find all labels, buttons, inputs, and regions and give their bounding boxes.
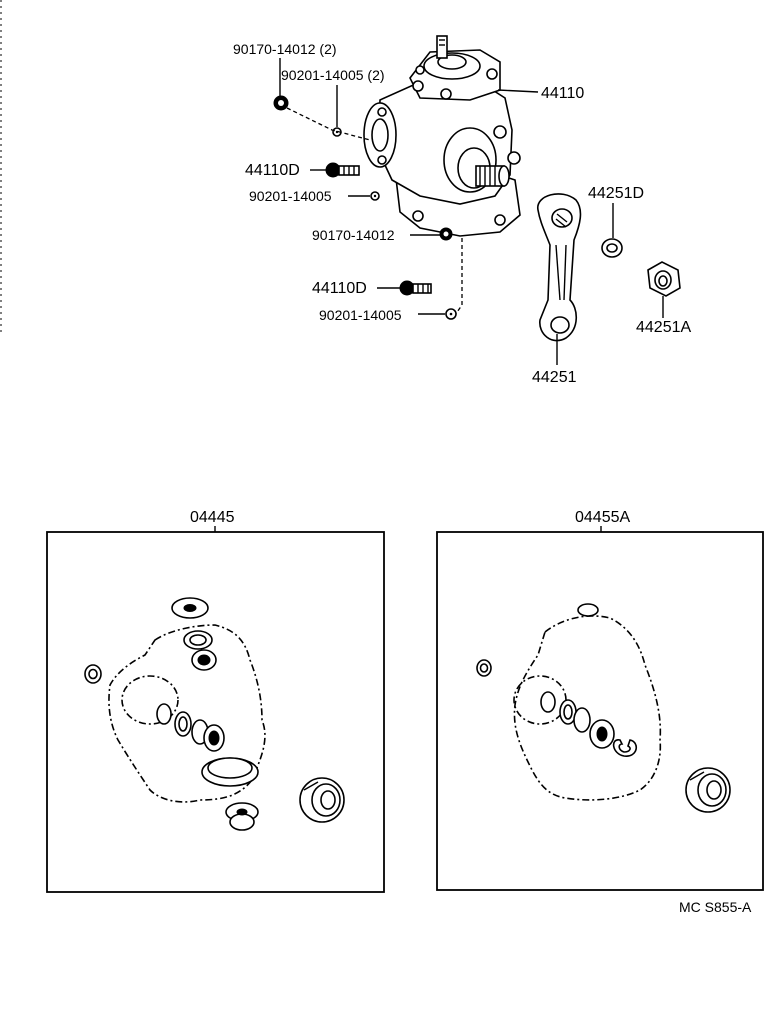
steering-gear-housing[interactable]: [363, 35, 521, 237]
label-washer-upper: 90201-14005: [249, 188, 332, 204]
washer-upper[interactable]: [370, 191, 380, 201]
kit-right-parts[interactable]: [476, 603, 731, 813]
label-arm-nut: 44251A: [636, 319, 691, 336]
lock-washer[interactable]: [601, 238, 623, 258]
nut-mid[interactable]: [439, 227, 453, 241]
kit-left-parts[interactable]: [84, 597, 345, 831]
label-nut-mid: 90170-14012: [312, 227, 395, 243]
label-pitman-arm: 44251: [532, 369, 577, 386]
washer-top[interactable]: [332, 127, 342, 137]
washer-lower[interactable]: [445, 308, 457, 320]
label-gear-housing: 44110: [541, 85, 584, 102]
label-nut-top: 90170-14012 (2): [233, 41, 337, 57]
pitman-arm[interactable]: [537, 193, 582, 342]
kit-box-left: [46, 531, 385, 893]
label-washer-top: 90201-14005 (2): [281, 67, 385, 83]
label-bolt-upper: 44110D: [245, 162, 300, 179]
label-kit-right: 04455A: [575, 509, 630, 526]
catalog-code: MC S855-A: [679, 899, 752, 915]
kit-box-right: [436, 531, 764, 891]
label-washer-lower: 90201-14005: [319, 307, 402, 323]
label-bolt-lower: 44110D: [312, 280, 367, 297]
bolt-lower[interactable]: [399, 280, 432, 296]
label-kit-left: 04445: [190, 509, 235, 526]
arm-nut[interactable]: [647, 261, 681, 297]
nut-top[interactable]: [273, 95, 289, 111]
label-lock-washer: 44251D: [588, 185, 644, 202]
bolt-upper[interactable]: [325, 162, 360, 178]
